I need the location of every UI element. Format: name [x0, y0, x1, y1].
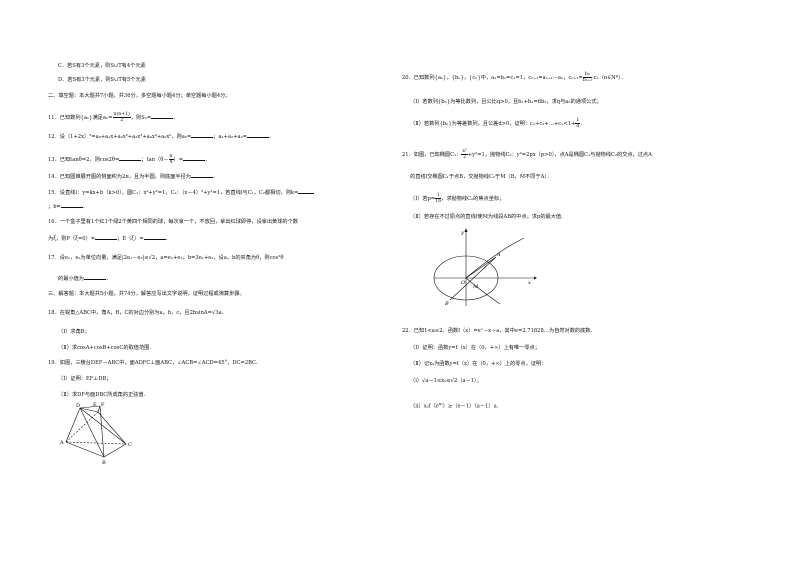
- label-A: A: [496, 252, 501, 258]
- question-15-cont: ；b=．: [48, 203, 89, 210]
- answer-blank: [60, 203, 83, 208]
- answer-blank: [143, 235, 166, 240]
- label-y: y: [460, 230, 464, 236]
- question-22: 22．已知1<a≤2，函数f（x）=eˣ－x－a，其中e=2.71828…为自然…: [402, 328, 596, 334]
- answer-blank: [119, 156, 142, 161]
- question-14: 14．已知圆锥展开图的侧面积为2π，且为半圆，则底面半径为．: [48, 173, 219, 180]
- option-d: D．若S有3个元素，则S∪T有5个元素: [58, 77, 146, 83]
- section-2-heading: 二、填空题：本大题共7小题，共36分，多空题每小题4分；单空题每小题4分。: [48, 93, 231, 99]
- answer-blank: [247, 133, 270, 138]
- answer-blank: [151, 114, 174, 119]
- question-22-part-2: （Ⅱ）记x₀为函数y=f（x）在（0，+∞）上的零点，证明：: [410, 361, 547, 367]
- question-18: 18．在锐角△ABC中，角A，B，C的对边分别为a，b，c，且2bsinA=√3…: [48, 310, 224, 316]
- question-21-cont: 的直线l交椭圆C₁于点B，交抛物线C₂于M（B，M不同于A）．: [410, 174, 553, 180]
- question-22-part-1: （Ⅰ）证明：函数y=f（x）在（0，+∞）上有唯一零点；: [410, 345, 540, 351]
- answer-blank: [298, 189, 315, 194]
- question-22-part-2-ii: （ⅱ）x₀f（ex₀）≥（e－1）（a－1）a.: [410, 401, 499, 410]
- label-B: B: [444, 301, 449, 307]
- ellipse-parabola-figure: y x A O M B: [433, 228, 537, 307]
- question-11: 11．已知数列{aₙ}满足aₙ=n(n+1)2，则S₃=．: [48, 112, 179, 123]
- question-18-part-1: （Ⅰ）求角B；: [58, 329, 90, 335]
- label-C: C: [128, 442, 132, 448]
- label-x: x: [528, 280, 531, 286]
- question-12: 12．设（1+2x）⁵=a₀+a₁x+a₂x²+a₃x³+a₄x⁴+a₅x⁵，则…: [48, 133, 275, 140]
- answer-blank: [183, 156, 206, 161]
- question-20: 20．已知数列{aₙ}，{bₙ}，{cₙ}中，a₁=b₁=c₁=1，cₙ₊₁=a…: [402, 72, 627, 83]
- fraction: n(n+1)2: [112, 112, 131, 123]
- question-17: 17．设e₁，e₂为单位向量，满足|2e₁－e₂|≤√2，a=e₁+e₂，b=3…: [48, 255, 284, 261]
- question-20-part-1: （Ⅰ）若数列{bₙ}为等比数列，且公比q>0，且b₁+b₂=6b₃，求q与aₙ的…: [410, 99, 602, 105]
- answer-blank: [83, 275, 106, 280]
- label-E: E: [93, 402, 97, 408]
- frustum-figure: D E F A C B: [59, 402, 132, 466]
- answer-blank: [191, 133, 214, 138]
- label-F: F: [101, 402, 105, 408]
- answer-blank: [191, 173, 213, 178]
- label-A: A: [59, 440, 64, 446]
- question-19: 19．如图，三棱台DEF－ABC中，面ADFC⊥面ABC，∠ACB=∠ACD=4…: [48, 360, 258, 366]
- question-15: 15．设直线l：y=kx+b（k>0），圆C₁：x²+y²=1，C₂：（x－4）…: [48, 189, 315, 196]
- section-3-heading: 三、解答题：本大题共5小题，共74分，解答应写出文字说明，证明过程或演算步骤。: [48, 291, 245, 297]
- question-21-part-2: （Ⅱ）若存在不过原点的直线l使M为线段AB的中点，求p的最大值.: [410, 214, 563, 220]
- label-D: D: [76, 403, 80, 409]
- question-19-part-2: （Ⅱ）求DF与面DBC所成角的正弦值.: [58, 392, 146, 398]
- question-17-cont: 的最小值为．: [58, 275, 112, 282]
- question-22-part-2-i: （ⅰ）√a－1≤x₀≤√2（a－1）；: [410, 378, 482, 384]
- label-M: M: [472, 284, 479, 290]
- question-18-part-2: （Ⅱ）求cosA+cosB+cosC的取值范围.: [58, 345, 151, 351]
- question-20-part-2: （Ⅱ）若数列{bₙ}为等差数列，且公差d>0，证明：c₁+c₂+…+cₙ<1+1…: [410, 118, 586, 129]
- option-c: C．若S有3个元素，则S∪T有4个元素: [58, 63, 146, 69]
- question-16: 16．一个盒子里有1个红1个绿2个黄四个相同的球，每次拿一个，不放回，拿出红球即…: [48, 219, 298, 225]
- answer-blank: [95, 235, 118, 240]
- question-16-cont: 为ξ，则P（ξ=0）=；E（ξ）=．: [48, 235, 171, 242]
- question-19-part-1: （Ⅰ）证明：EF⊥DB；: [58, 376, 112, 382]
- label-B: B: [102, 460, 106, 466]
- label-O: O: [461, 280, 465, 286]
